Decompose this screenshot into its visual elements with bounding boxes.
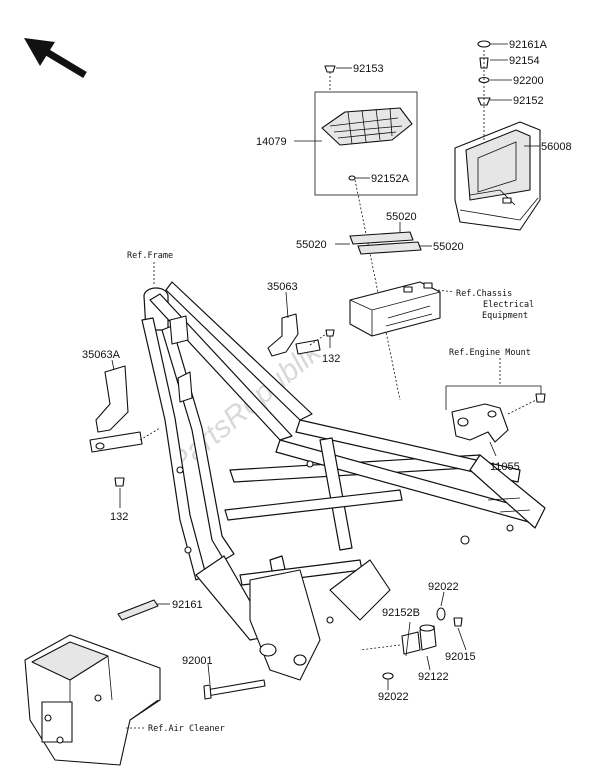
collar-92152B [401, 631, 421, 655]
battery-holder-14079 [321, 107, 413, 181]
part-label: 35063A [82, 349, 121, 361]
part-label: 92161 [172, 599, 203, 611]
front-direction-arrow-icon [24, 38, 87, 79]
ref-label-electrical: Electrical [483, 300, 534, 310]
air-cleaner-ref [24, 634, 161, 766]
ref-label-equipment: Equipment [482, 311, 528, 321]
battery-cover-56008 [454, 40, 541, 231]
pads-55020 [349, 231, 422, 255]
part-label: 92015 [445, 651, 476, 663]
bracket-35063 [267, 313, 335, 357]
part-label: 55020 [433, 241, 464, 253]
battery-ref-chassis [349, 281, 441, 337]
part-label: 55020 [386, 211, 417, 223]
ref-label-air-cleaner: Ref.Air Cleaner [148, 724, 225, 734]
label-92161 [117, 599, 159, 621]
washers-92022 [382, 607, 446, 680]
main-frame [141, 281, 546, 681]
part-label: 92152A [371, 173, 410, 185]
part-label: 132 [110, 511, 128, 523]
part-label: 92022 [378, 691, 409, 703]
part-label: 92154 [509, 55, 540, 67]
part-label: 92022 [428, 581, 459, 593]
engine-mount-bracket-11055 [445, 385, 546, 443]
part-label: 132 [322, 353, 340, 365]
ref-label-engine-mount: Ref.Engine Mount [449, 348, 531, 358]
part-label: 35063 [267, 281, 298, 293]
part-label: 92152 [513, 95, 544, 107]
part-label: 92200 [513, 75, 544, 87]
bolt-92015 [453, 617, 463, 627]
part-label: 11055 [490, 461, 520, 473]
bolt-92001 [203, 679, 266, 700]
ref-label-frame: Ref.Frame [127, 251, 173, 261]
part-label: 56008 [541, 141, 572, 153]
part-label: 92153 [353, 63, 384, 75]
rubber-92122 [419, 624, 437, 651]
bracket-35063A [89, 365, 143, 487]
part-label: 14079 [256, 136, 287, 148]
ref-label-chassis: Ref.Chassis [456, 289, 512, 299]
part-label: 92001 [182, 655, 213, 667]
part-label: 92152B [382, 607, 420, 619]
part-label: 92161A [509, 39, 548, 51]
part-label: 92122 [418, 671, 449, 683]
bolt-92153 [324, 65, 336, 73]
part-label: 55020 [296, 239, 327, 251]
battery-case-box [314, 91, 418, 196]
